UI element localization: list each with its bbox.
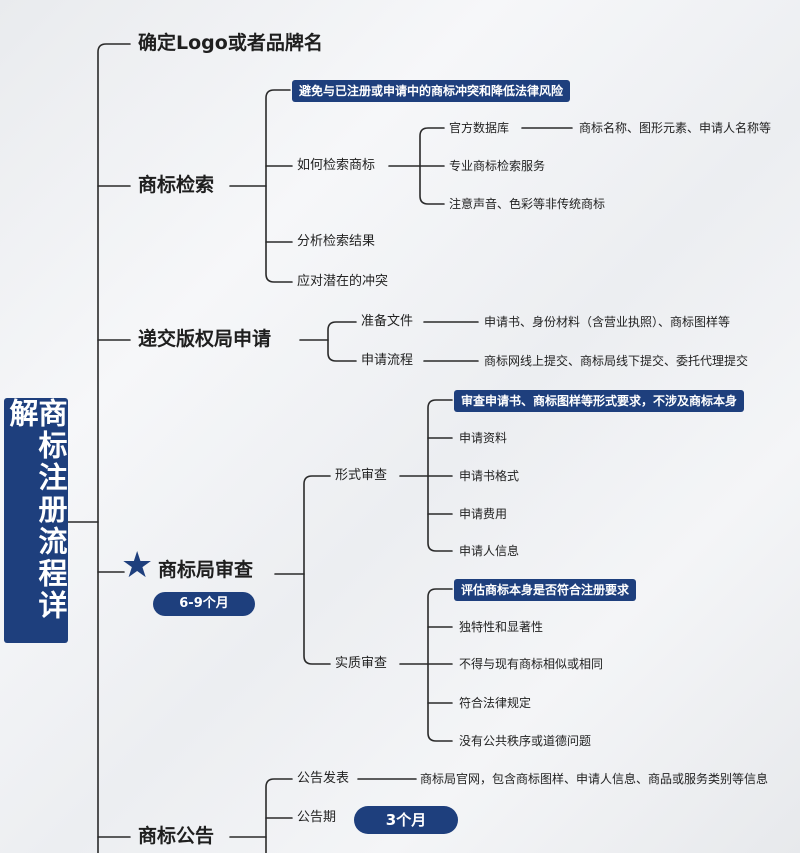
section-trademark-search: 商标检索: [138, 174, 215, 196]
search-nontraditional-marks: 注意声音、色彩等非传统商标: [449, 197, 606, 211]
search-purpose-highlight: 避免与已注册或申请中的商标冲突和降低法律风险: [292, 80, 571, 102]
search-analyze-results: 分析检索结果: [297, 234, 376, 249]
root-title: 商标注册流程详解: [5, 398, 68, 622]
review-substantive-item: 符合法律规定: [459, 696, 532, 710]
review-formal-highlight: 审查申请书、商标图样等形式要求，不涉及商标本身: [454, 390, 745, 412]
section-logo-brand: 确定Logo或者品牌名: [138, 32, 323, 54]
review-substantive-item: 不得与现有商标相似或相同: [459, 657, 604, 671]
announce-publish: 公告发表: [297, 771, 350, 786]
review-formal-item: 申请人信息: [459, 544, 520, 558]
review-formal-item: 申请资料: [459, 431, 508, 445]
announce-period-badge: 3个月: [354, 806, 458, 834]
review-duration-badge: 6-9个月: [153, 592, 255, 616]
section-submit-application: 递交版权局申请: [138, 328, 272, 350]
review-formal-item: 申请书格式: [459, 469, 520, 483]
announce-publish-detail: 商标局官网，包含商标图样、申请人信息、商品或服务类别等信息: [420, 772, 769, 786]
search-how: 如何检索商标: [297, 158, 376, 173]
review-substantive: 实质审查: [335, 656, 388, 671]
review-substantive-item: 没有公共秩序或道德问题: [459, 734, 592, 748]
search-professional-service: 专业商标检索服务: [449, 159, 546, 173]
section-trademark-announcement: 商标公告: [138, 825, 215, 847]
submit-application-process: 申请流程: [361, 353, 414, 368]
submit-process-detail: 商标网线上提交、商标局线下提交、委托代理提交: [484, 354, 749, 368]
review-substantive-highlight: 评估商标本身是否符合注册要求: [454, 579, 637, 601]
star-icon: ★: [121, 545, 154, 586]
submit-prepare-detail: 申请书、身份材料（含营业执照）、商标图样等: [484, 315, 731, 329]
submit-prepare-documents: 准备文件: [361, 314, 414, 329]
root-title-box: 商标注册流程详解: [4, 398, 68, 643]
search-handle-conflicts: 应对潜在的冲突: [297, 274, 389, 289]
search-official-database: 官方数据库: [449, 121, 510, 135]
review-formal-item: 申请费用: [459, 507, 508, 521]
review-formal: 形式审查: [335, 468, 388, 483]
announce-period: 公告期: [297, 810, 337, 825]
review-substantive-item: 独特性和显著性: [459, 620, 544, 634]
section-trademark-review: 商标局审查: [158, 559, 254, 581]
search-database-detail: 商标名称、图形元素、申请人名称等: [579, 121, 772, 135]
